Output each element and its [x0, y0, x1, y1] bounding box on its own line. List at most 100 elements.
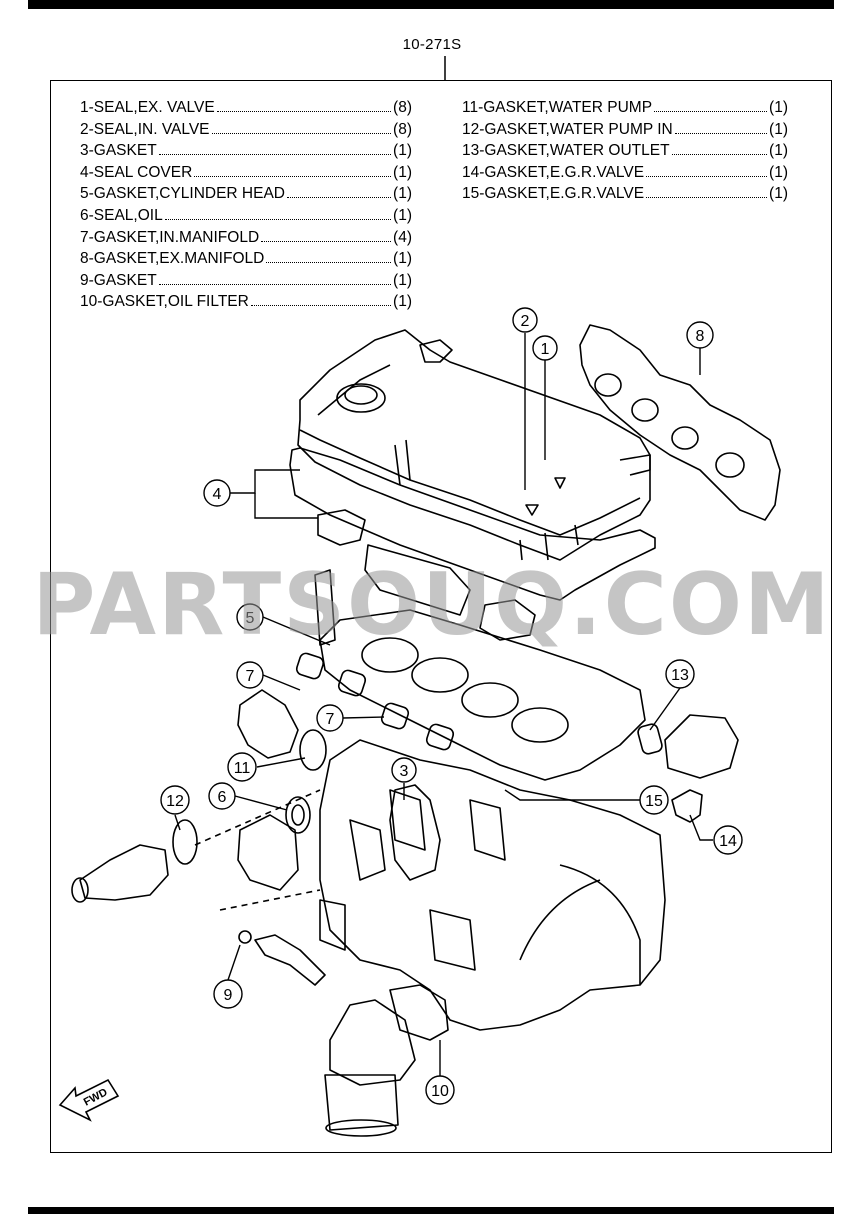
legend-row: 7-GASKET,IN.MANIFOLD (4)	[80, 227, 412, 249]
callout-14: 14	[713, 825, 743, 855]
leader-dots	[194, 175, 392, 177]
part-qty: (1)	[393, 142, 412, 160]
leader-dots	[287, 197, 392, 199]
legend-row: 11-GASKET,WATER PUMP (1)	[462, 97, 788, 119]
leader-dots	[164, 218, 392, 220]
callout-4: 4	[203, 479, 231, 507]
callout-5: 5	[236, 603, 264, 631]
leader-dots	[216, 111, 392, 112]
callout-11: 11	[227, 752, 257, 782]
oil-filter-assembly	[324, 984, 449, 1137]
legend-row: 4-SEAL COVER (1)	[80, 162, 412, 184]
block-gasket	[389, 784, 441, 881]
callout-9: 9	[213, 979, 243, 1009]
water-pump-inlet	[71, 789, 321, 903]
callout-number: 3	[400, 763, 409, 780]
leader-dots	[654, 111, 768, 112]
part-name: 11-GASKET,WATER PUMP	[462, 99, 653, 116]
part-qty: (1)	[393, 163, 412, 181]
leader-dots	[266, 262, 392, 264]
callout-10: 10	[425, 1075, 455, 1105]
part-name: 7-GASKET,IN.MANIFOLD	[80, 228, 260, 246]
callout-7a: 7	[236, 661, 264, 689]
callout-2: 2	[512, 307, 538, 333]
callout-number: 10	[431, 1083, 449, 1100]
part-name: 12-GASKET,WATER PUMP IN	[462, 120, 673, 138]
part-qty: (1)	[769, 99, 788, 116]
callout-number: 11	[234, 760, 251, 777]
callout-7b: 7	[316, 704, 344, 732]
leader-dots	[158, 154, 392, 156]
diagram-frame	[50, 80, 832, 1153]
part-name: 4-SEAL COVER	[80, 163, 193, 181]
callout-leaders	[174, 333, 713, 1077]
callout-1: 1	[532, 335, 558, 361]
oil-seal	[285, 796, 311, 834]
legend-row: 8-GASKET,EX.MANIFOLD(1)	[80, 248, 412, 270]
intake-manifold-gaskets	[295, 652, 455, 751]
callout-number: 15	[645, 793, 663, 810]
parts-legend-left: 1-SEAL,EX. VALVE(8) 2-SEAL,IN. VALVE(8) …	[80, 97, 412, 313]
part-qty: (1)	[393, 206, 412, 224]
leader-dots	[211, 132, 392, 134]
legend-row: 3-GASKET(1)	[80, 140, 412, 162]
legend-row: 9-GASKET(1)	[80, 270, 412, 292]
leader-dots	[671, 154, 768, 156]
callout-8: 8	[686, 321, 714, 349]
callout-number: 5	[246, 610, 255, 627]
forward-arrow-icon: FWD	[58, 1078, 120, 1122]
seal-cover-gasket	[289, 447, 656, 641]
callout-3: 3	[391, 757, 417, 783]
water-pump	[237, 689, 327, 771]
top-rule	[28, 0, 834, 9]
part-qty: (1)	[769, 120, 788, 138]
legend-row: 1-SEAL,EX. VALVE (8)	[80, 97, 412, 119]
callout-6: 6	[208, 782, 236, 810]
part-qty: (1)	[769, 185, 788, 203]
part-qty: (8)	[393, 99, 412, 116]
part-name: 13-GASKET,WATER OUTLET	[462, 142, 670, 160]
part-name: 9-GASKET	[80, 271, 157, 289]
legend-row: 5-GASKET,CYLINDER HEAD (1)	[80, 183, 412, 205]
water-outlet	[637, 714, 739, 779]
exhaust-manifold-gasket	[579, 324, 781, 521]
callout-15: 15	[639, 785, 669, 815]
legend-row: 6-SEAL,OIL(1)	[80, 205, 412, 227]
legend-row: 10-GASKET,OIL FILTER (1)	[80, 291, 412, 313]
legend-row: 12-GASKET,WATER PUMP IN (1)	[462, 119, 788, 141]
callout-number: 1	[541, 341, 550, 358]
part-name: 1-SEAL,EX. VALVE	[80, 99, 215, 116]
callout-number: 12	[166, 793, 184, 810]
leader-dots	[250, 305, 392, 307]
part-name: 5-GASKET,CYLINDER HEAD	[80, 185, 285, 203]
callout-13: 13	[665, 659, 695, 689]
leader-dots	[261, 240, 392, 242]
callout-number: 2	[521, 313, 530, 330]
part-name: 14-GASKET,E.G.R.VALVE	[462, 163, 645, 181]
dipstick-tube	[219, 889, 326, 986]
leader-dots	[158, 283, 392, 285]
part-name: 10-GASKET,OIL FILTER	[80, 293, 249, 311]
callout-bubbles: 1 2 3 4 5 6 7 7 8 9 10 11 12 13 14 15	[160, 307, 743, 1105]
leader-dots	[646, 197, 768, 199]
part-qty: (4)	[393, 228, 412, 246]
legend-row: 15-GASKET,E.G.R.VALVE (1)	[462, 183, 788, 205]
parts-legend-right: 11-GASKET,WATER PUMP (1) 12-GASKET,WATER …	[462, 97, 788, 205]
callout-12: 12	[160, 785, 190, 815]
legend-row: 14-GASKET,E.G.R.VALVE(1)	[462, 162, 788, 184]
part-qty: (1)	[393, 185, 412, 203]
callout-number: 6	[218, 789, 227, 806]
cylinder-head-cover	[297, 329, 651, 561]
part-qty: (1)	[393, 293, 412, 311]
cylinder-block	[319, 739, 666, 1031]
part-qty: (8)	[393, 120, 412, 138]
part-name: 8-GASKET,EX.MANIFOLD	[80, 250, 265, 268]
callout-number: 13	[671, 667, 689, 684]
leader-dots	[646, 175, 768, 177]
part-name: 15-GASKET,E.G.R.VALVE	[462, 185, 645, 203]
thermostat-housing	[237, 814, 299, 891]
part-name: 2-SEAL,IN. VALVE	[80, 120, 210, 138]
cylinder-head-gasket	[314, 569, 646, 781]
callout-number: 9	[224, 987, 233, 1004]
